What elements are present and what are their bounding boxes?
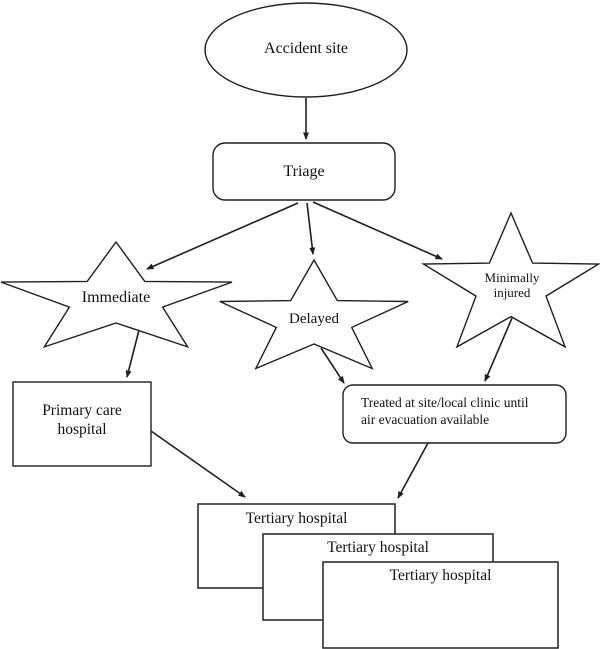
edge-triage-to-minimally-injured <box>312 201 443 260</box>
minimally-injured-star <box>421 211 600 349</box>
edge-minimally-injured-to-treated <box>484 317 513 382</box>
primary-care-hospital-label: Primary care hospital <box>13 401 151 439</box>
triage-label: Triage <box>283 163 325 180</box>
edge-delayed-to-treated <box>320 347 345 384</box>
accident-site-ellipse <box>204 2 408 98</box>
immediate-star <box>0 240 233 349</box>
edge-triage-to-delayed <box>306 202 316 255</box>
accident-site-label: Accident site <box>264 40 348 57</box>
minimally-injured-label: Minimally injured <box>452 270 572 300</box>
tertiary-hospital-box-3 <box>322 561 559 649</box>
delayed-star <box>219 258 409 370</box>
edge-primary-care-to-tertiary <box>150 430 246 498</box>
minimally-injured-line1: Minimally <box>484 270 540 285</box>
primary-care-line2: hospital <box>57 421 107 438</box>
treated-at-site-box <box>342 384 567 444</box>
treated-at-site-label: Treated at site/local clinic until air e… <box>361 394 561 428</box>
delayed-label: Delayed <box>289 311 339 327</box>
primary-care-hospital-box <box>12 381 152 467</box>
primary-care-line1: Primary care <box>42 402 122 419</box>
tertiary-hospital-label-1: Tertiary hospital <box>245 510 348 527</box>
edge-triage-to-immediate <box>146 202 299 270</box>
immediate-label: Immediate <box>81 289 151 306</box>
tertiary-hospital-label-2: Tertiary hospital <box>327 539 429 556</box>
edge-treated-to-tertiary <box>397 442 429 499</box>
treated-line1: Treated at site/local clinic until <box>361 395 529 410</box>
edge-immediate-to-primary-care <box>125 329 140 378</box>
minimally-injured-line2: injured <box>493 285 531 300</box>
triage-box <box>212 142 396 201</box>
treated-line2: air evacuation available <box>361 412 490 427</box>
tertiary-hospital-label-3: Tertiary hospital <box>389 567 492 584</box>
